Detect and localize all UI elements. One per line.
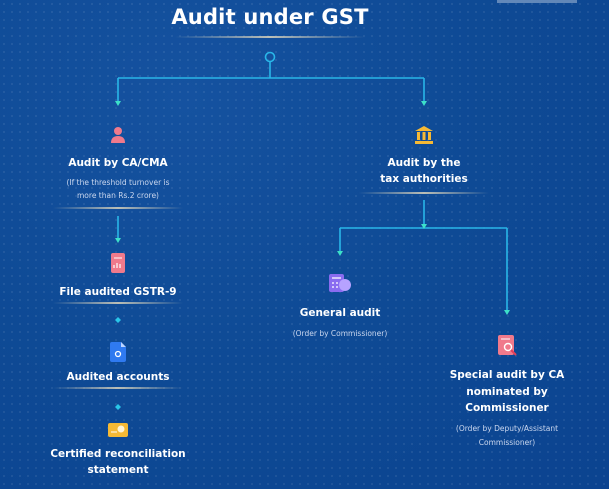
page-title: Audit under GST xyxy=(171,5,369,29)
step-reconciliation-1: Certified reconciliation xyxy=(50,448,186,460)
left-sub-2: more than Rs.2 crore) xyxy=(77,191,159,200)
special-audit-label-1: Special audit by CA xyxy=(449,369,565,381)
title-underline xyxy=(175,36,365,38)
certificate-card-icon xyxy=(108,423,128,437)
root-connector xyxy=(117,62,425,101)
arrow-head xyxy=(421,101,427,106)
person-icon xyxy=(111,127,125,143)
document-search-icon xyxy=(498,335,517,356)
right-heading-2: tax authorities xyxy=(380,173,468,185)
divider xyxy=(53,207,183,209)
arrow-head xyxy=(504,310,510,315)
step-gstr9: File audited GSTR-9 xyxy=(59,286,177,298)
right-heading-1: Audit by the xyxy=(387,157,461,169)
arrow-head xyxy=(115,238,121,243)
right-connector xyxy=(339,200,508,310)
arrow-head xyxy=(337,251,343,256)
step-reconciliation-2: statement xyxy=(87,464,149,476)
step-dot xyxy=(115,317,121,323)
special-audit-label-2: nominated by xyxy=(466,386,548,398)
divider xyxy=(53,302,183,304)
special-audit-sub-1: (Order by Deputy/Assistant xyxy=(455,424,559,433)
left-heading: Audit by CA/CMA xyxy=(68,157,168,169)
general-audit-label: General audit xyxy=(299,307,381,319)
left-sub-1: (If the threshold turnover is xyxy=(66,178,170,187)
arrow-head xyxy=(115,101,121,106)
calculator-icon xyxy=(329,274,351,292)
general-audit-sub: (Order by Commissioner) xyxy=(292,329,388,338)
divider xyxy=(53,387,183,389)
step-dot xyxy=(115,404,121,410)
gstr-document-icon xyxy=(111,253,125,273)
document-gear-icon xyxy=(110,342,126,362)
special-audit-label-3: Commissioner xyxy=(465,402,549,414)
step-audited-accounts: Audited accounts xyxy=(66,371,170,383)
top-edge-box xyxy=(497,0,577,3)
root-node-circle xyxy=(264,51,276,63)
bank-building-icon xyxy=(415,126,433,144)
special-audit-sub-2: Commissioner) xyxy=(478,438,536,447)
arrow-head xyxy=(421,224,427,229)
divider xyxy=(359,192,489,194)
